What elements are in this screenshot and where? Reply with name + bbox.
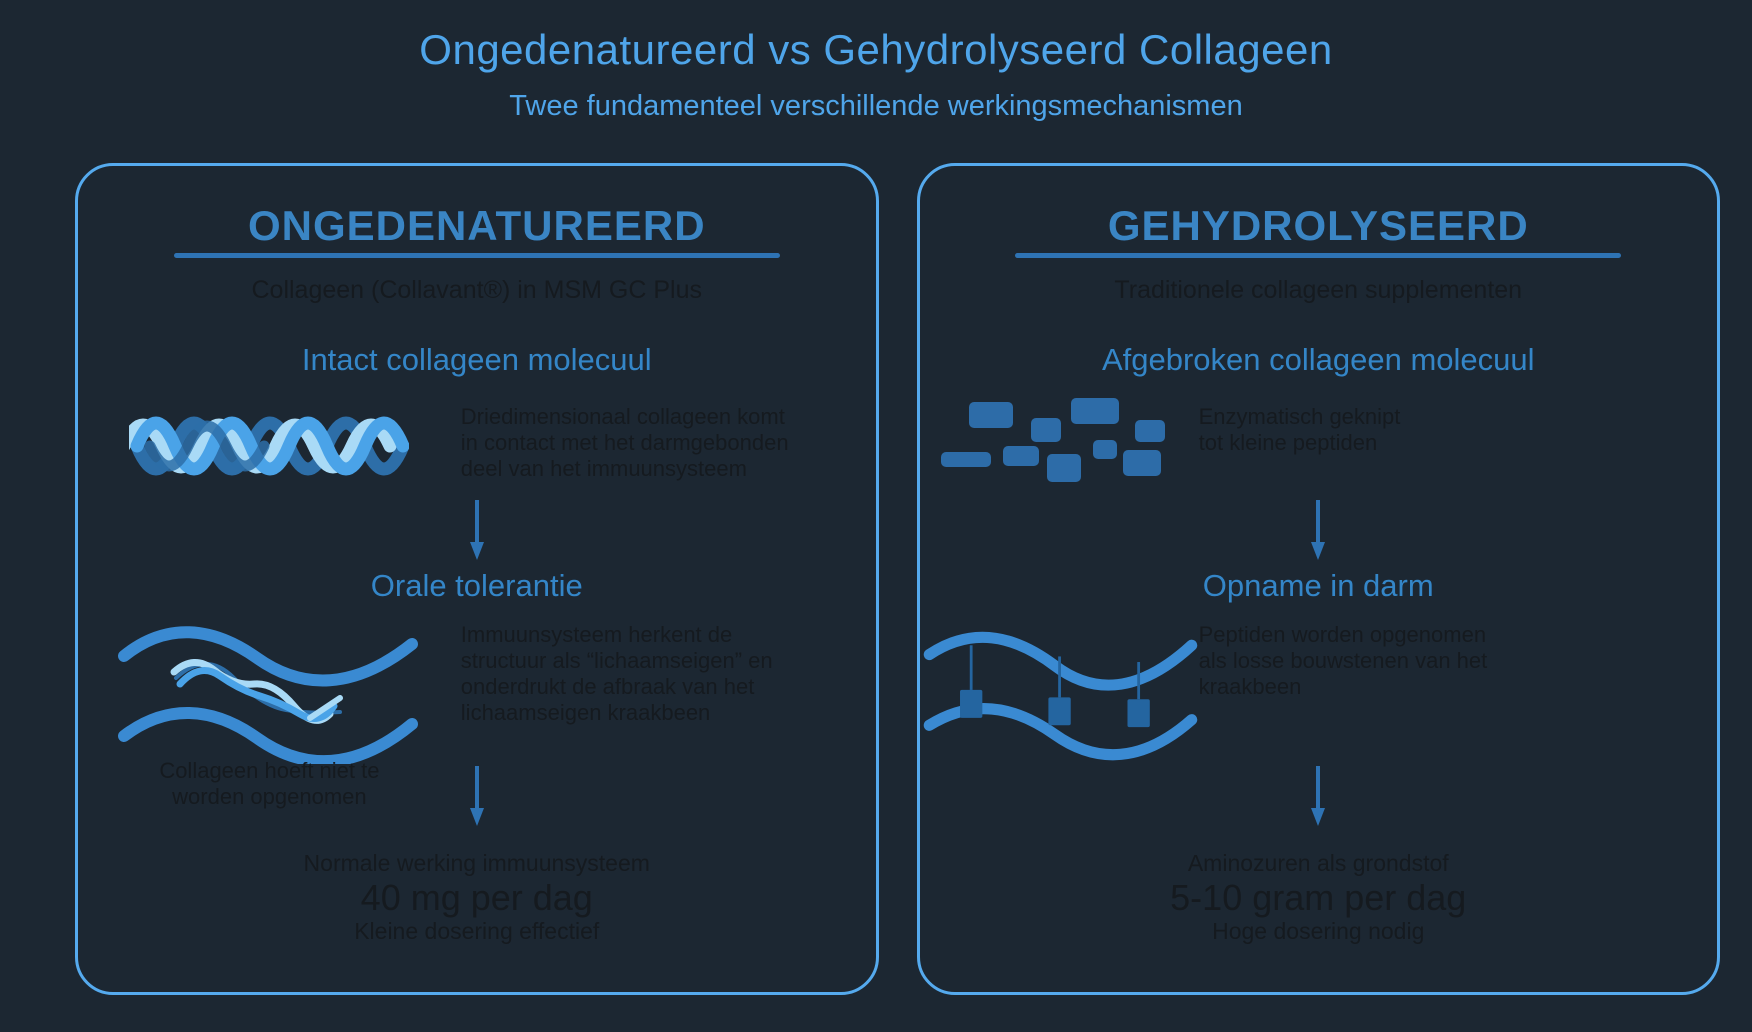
left-illustration-caption: Collageen hoeft niet te worden opgenomen — [78, 758, 461, 810]
triple-helix-svg — [129, 416, 410, 476]
desc-line: deel van het immuunsysteem — [460, 456, 747, 481]
desc-line: Peptiden worden opgenomen — [1198, 622, 1487, 647]
left-step2-row: Immuunsysteem herkent de structuur als “… — [78, 614, 876, 774]
desc-line: kraakbeen — [1198, 674, 1302, 699]
left-step1-description: Driedimensionaal collageen komt in conta… — [461, 396, 876, 482]
desc-line: structuur als “lichaamseigen” en — [460, 648, 773, 673]
left-step2-description: Immuunsysteem herkent de structuur als “… — [461, 614, 876, 726]
gut-wall-peptides-svg — [923, 631, 1197, 761]
panel-gehydrolyseerd: GEHYDROLYSEERD Traditionele collageen su… — [916, 163, 1720, 995]
left-result-dose: 40 mg per dag — [360, 877, 593, 918]
left-panel-subheading: Collageen (Collavant®) in MSM GC Plus — [251, 276, 703, 304]
desc-line: lichaamseigen kraakbeen — [460, 700, 711, 725]
left-step1-title: Intact collageen molecuul — [301, 342, 652, 377]
desc-line: Enzymatisch geknipt — [1198, 404, 1401, 429]
right-down-arrow-icon-1 — [920, 498, 1718, 562]
peptide-fragments-icon — [920, 396, 1199, 492]
desc-line: tot kleine peptiden — [1198, 430, 1378, 455]
desc-line: als losse bouwstenen van het — [1198, 648, 1488, 673]
right-down-arrow-icon-2 — [920, 764, 1718, 828]
left-down-arrow-icon-1 — [78, 498, 876, 562]
right-step1-title: Afgebroken collageen molecuul — [1101, 342, 1535, 377]
page-subtitle: Twee fundamenteel verschillende werkings… — [509, 90, 1243, 122]
caption-line: Collageen hoeft niet te — [159, 758, 380, 783]
page-title: Ongedenatureerd vs Gehydrolyseerd Collag… — [419, 26, 1333, 73]
right-step1-row: Enzymatisch geknipt tot kleine peptiden — [920, 396, 1718, 516]
desc-line: in contact met het darmgebonden — [460, 430, 789, 455]
gut-wall-collagen-svg — [118, 626, 419, 764]
right-panel-subheading: Traditionele collageen supplementen — [1114, 276, 1523, 304]
left-result-line2: Kleine dosering effectief — [354, 918, 600, 944]
right-step1-description: Enzymatisch geknipt tot kleine peptiden — [1199, 396, 1717, 456]
panel-ongedenatureerd: ONGEDENATUREERD Collageen (Collavant®) i… — [75, 163, 879, 995]
left-panel-heading: ONGEDENATUREERD — [247, 202, 706, 249]
right-heading-rule — [1015, 253, 1622, 258]
desc-line: Driedimensionaal collageen komt — [460, 404, 785, 429]
left-heading-rule — [173, 253, 780, 258]
left-step1-row: Driedimensionaal collageen komt in conta… — [78, 396, 876, 516]
caption-line: worden opgenomen — [172, 784, 367, 809]
comparison-panels: ONGEDENATUREERD Collageen (Collavant®) i… — [75, 163, 1720, 995]
gut-wall-peptides-icon — [920, 614, 1199, 764]
left-result-line1: Normale werking immuunsysteem — [303, 850, 650, 876]
left-down-arrow-icon-2 — [78, 764, 876, 828]
right-panel-heading: GEHYDROLYSEERD — [1107, 202, 1529, 249]
header: Ongedenatureerd vs Gehydrolyseerd Collag… — [0, 0, 1752, 123]
desc-line: Immuunsysteem herkent de — [460, 622, 733, 647]
right-result-line1: Aminozuren als grondstof — [1187, 850, 1449, 876]
desc-line: onderdrukt de afbraak van het — [460, 674, 755, 699]
right-result-dose: 5-10 gram per dag — [1170, 877, 1467, 918]
right-step2-description: Peptiden worden opgenomen als losse bouw… — [1199, 614, 1717, 700]
right-step2-title: Opname in darm — [1202, 568, 1434, 603]
right-result-line2: Hoge dosering nodig — [1212, 918, 1425, 944]
gut-wall-collagen-icon — [78, 614, 461, 764]
peptide-fragments-svg — [941, 398, 1166, 482]
left-step2-title: Orale tolerantie — [370, 568, 583, 603]
triple-helix-icon — [78, 396, 461, 496]
right-step2-row: Peptiden worden opgenomen als losse bouw… — [920, 614, 1718, 774]
